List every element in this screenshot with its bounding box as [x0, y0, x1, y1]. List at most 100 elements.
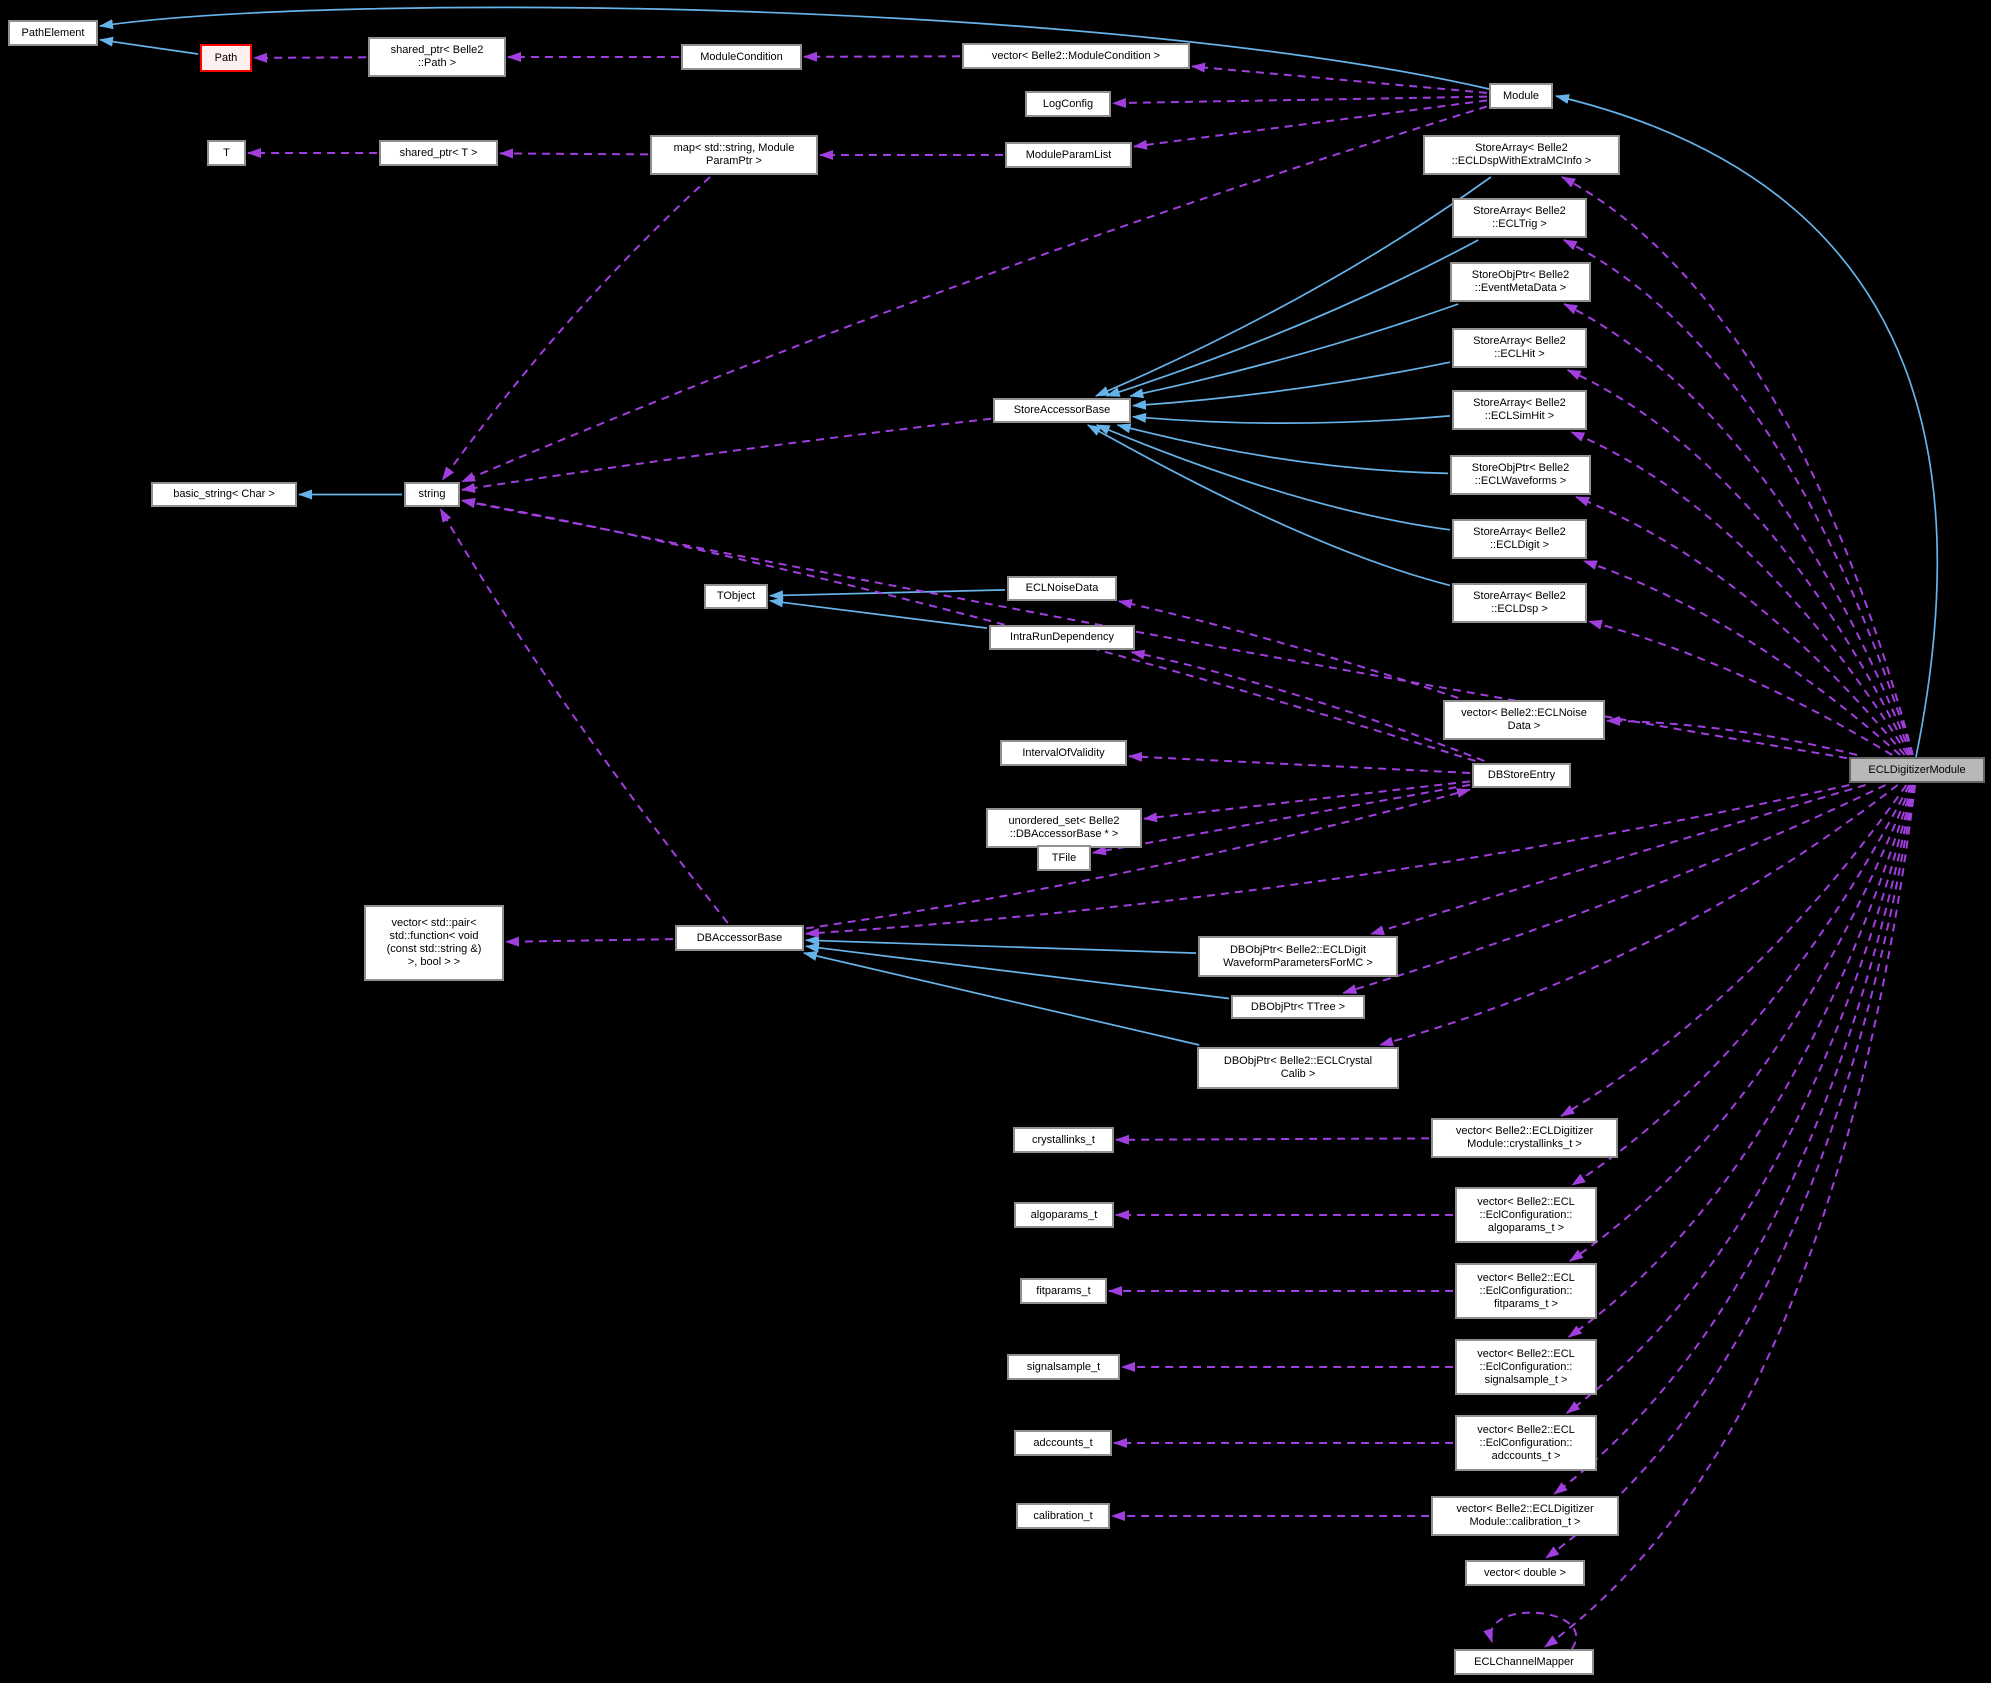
edge-sop_wave-to-sab — [1116, 423, 1449, 475]
node-label-line: LogConfig — [1042, 97, 1094, 110]
edge-sa_trig-to-sab — [1105, 239, 1479, 397]
node-intrarun[interactable]: IntraRunDependency — [989, 625, 1135, 650]
node-uset[interactable]: unordered_set< Belle2::DBAccessorBase * … — [986, 808, 1142, 848]
node-dba[interactable]: DBAccessorBase — [675, 925, 804, 951]
node-vec_pair[interactable]: vector< std::pair<std::function< void(co… — [364, 905, 504, 981]
edge-eclmod-to-sa_dspmc — [1561, 176, 1914, 756]
edge-eclmod-to-sop_wave — [1575, 496, 1906, 756]
node-adccounts[interactable]: adccounts_t — [1014, 1430, 1112, 1456]
node-crystallinks[interactable]: crystallinks_t — [1013, 1127, 1114, 1153]
edge-eclmod-to-dbo_cc — [1379, 784, 1899, 1047]
edge-eclmod-to-vec_cl — [1560, 784, 1908, 1117]
node-label-line: ::EclConfiguration:: — [1479, 1436, 1573, 1449]
node-modcond[interactable]: ModuleCondition — [681, 44, 802, 70]
node-sa_dspmc[interactable]: StoreArray< Belle2::ECLDspWithExtraMCInf… — [1423, 135, 1620, 175]
node-sa_hit[interactable]: StoreArray< Belle2::ECLHit > — [1452, 328, 1587, 368]
node-module[interactable]: Module — [1489, 83, 1553, 109]
node-label-line: ECLChannelMapper — [1474, 1655, 1574, 1668]
node-sp_path[interactable]: shared_ptr< Belle2::Path > — [368, 37, 506, 77]
node-vec_modcond[interactable]: vector< Belle2::ModuleCondition > — [962, 43, 1190, 69]
node-vec_ap[interactable]: vector< Belle2::ECL::EclConfiguration::a… — [1455, 1187, 1597, 1243]
node-label-line: vector< Belle2::ECLDigitizer — [1455, 1125, 1594, 1137]
node-calibration[interactable]: calibration_t — [1016, 1503, 1110, 1529]
node-vec_ss[interactable]: vector< Belle2::ECL::EclConfiguration::s… — [1455, 1339, 1597, 1395]
edge-eclmod-to-vec_ac — [1565, 784, 1915, 1414]
node-label-line: shared_ptr< Belle2 — [390, 44, 484, 56]
edge-eclmod-to-sop_emd — [1563, 303, 1913, 756]
node-label-line: StoreArray< Belle2 — [1473, 335, 1566, 347]
node-label-line: StoreArray< Belle2 — [1475, 142, 1568, 154]
node-dbo_ttree[interactable]: DBObjPtr< TTree > — [1231, 995, 1365, 1019]
node-pathelement[interactable]: PathElement — [8, 20, 98, 46]
node-sp_t[interactable]: shared_ptr< T > — [379, 140, 498, 166]
node-dbstore[interactable]: DBStoreEntry — [1472, 763, 1571, 788]
node-label-line: StoreObjPtr< Belle2 — [1471, 462, 1570, 474]
edge-sa_hit-to-sab — [1132, 361, 1451, 410]
edge-module-to-vec_modcond — [1191, 62, 1488, 94]
node-sop_emd[interactable]: StoreObjPtr< Belle2::EventMetaData > — [1450, 262, 1591, 302]
node-label-line: ::ECLDsp > — [1491, 603, 1548, 615]
node-label-line: adccounts_t — [1033, 1436, 1093, 1449]
node-basicstring[interactable]: basic_string< Char > — [151, 482, 297, 507]
edge-noisedata-to-tobject — [769, 589, 1006, 601]
node-label-line: ::Path > — [417, 57, 457, 69]
node-eclmod: ECLDigitizerModule — [1849, 757, 1985, 783]
node-label-line: TFile — [1051, 851, 1077, 864]
node-path[interactable]: Path — [200, 44, 252, 72]
node-algoparams[interactable]: algoparams_t — [1014, 1202, 1114, 1228]
edge-path-to-pathelement — [99, 36, 199, 55]
node-string[interactable]: string — [404, 482, 460, 507]
node-sab[interactable]: StoreAccessorBase — [993, 398, 1131, 423]
node-logconfig[interactable]: LogConfig — [1025, 91, 1111, 117]
node-label-line: Path — [214, 51, 238, 64]
node-label-line: ::ECLTrig > — [1492, 218, 1547, 230]
edge-eclmod-to-chmapper — [1543, 784, 1917, 1648]
node-vec_double[interactable]: vector< double > — [1465, 1560, 1585, 1586]
edge-dbstore-to-iov — [1128, 751, 1471, 774]
node-tfile[interactable]: TFile — [1037, 845, 1091, 871]
node-sa_digit[interactable]: StoreArray< Belle2::ECLDigit > — [1452, 519, 1587, 559]
node-vec_ac[interactable]: vector< Belle2::ECL::EclConfiguration::a… — [1455, 1415, 1597, 1471]
edge-sa_dspmc-to-sab — [1094, 176, 1492, 397]
node-label-line: signalsample_t — [1026, 1360, 1101, 1373]
node-chmapper[interactable]: ECLChannelMapper — [1454, 1649, 1594, 1675]
edge-eclmod-to-sa_dsp — [1588, 619, 1893, 756]
node-label-line: calibration_t — [1033, 1509, 1093, 1522]
node-label-line: ::ECLWaveforms > — [1474, 475, 1567, 487]
edge-sa_digit-to-sab — [1095, 424, 1451, 531]
node-vec_fp[interactable]: vector< Belle2::ECL::EclConfiguration::f… — [1455, 1263, 1597, 1319]
node-signalsample[interactable]: signalsample_t — [1007, 1354, 1120, 1380]
node-sa_dsp[interactable]: StoreArray< Belle2::ECLDsp > — [1452, 583, 1587, 623]
node-sop_wave[interactable]: StoreObjPtr< Belle2::ECLWaveforms > — [1450, 455, 1591, 495]
node-label-line: vector< double > — [1484, 1566, 1566, 1579]
edge-eclmod-to-dbo_ttree — [1342, 784, 1887, 994]
node-label-line: IntraRunDependency — [1010, 631, 1114, 643]
node-iov[interactable]: IntervalOfValidity — [1000, 740, 1127, 766]
edge-chmapper-to-chmapper — [1483, 1611, 1577, 1650]
node-label-line: WaveformParametersForMC > — [1223, 956, 1373, 969]
node-label-line: StoreArray< Belle2 — [1473, 526, 1566, 538]
node-sa_simhit[interactable]: StoreArray< Belle2::ECLSimHit > — [1452, 390, 1587, 430]
node-noisedata[interactable]: ECLNoiseData — [1007, 576, 1117, 601]
node-label-line: Module::crystallinks_t > — [1467, 1138, 1582, 1150]
node-mpl[interactable]: ModuleParamList — [1005, 142, 1132, 168]
node-label-line: fitparams_t > — [1494, 1297, 1558, 1310]
node-label-line: crystallinks_t — [1032, 1133, 1095, 1146]
node-label-line: ::DBAccessorBase * > — [1009, 828, 1119, 840]
node-tobject[interactable]: TObject — [704, 584, 768, 609]
node-label-line: ::EclConfiguration:: — [1479, 1360, 1573, 1373]
node-t[interactable]: T — [207, 140, 246, 166]
edge-vec_cl-to-crystallinks — [1115, 1134, 1430, 1145]
node-sa_trig[interactable]: StoreArray< Belle2::ECLTrig > — [1452, 198, 1587, 238]
edge-sop_emd-to-sab — [1129, 303, 1459, 399]
node-fitparams[interactable]: fitparams_t — [1020, 1278, 1107, 1304]
node-label-line: ModuleCondition — [700, 50, 783, 63]
